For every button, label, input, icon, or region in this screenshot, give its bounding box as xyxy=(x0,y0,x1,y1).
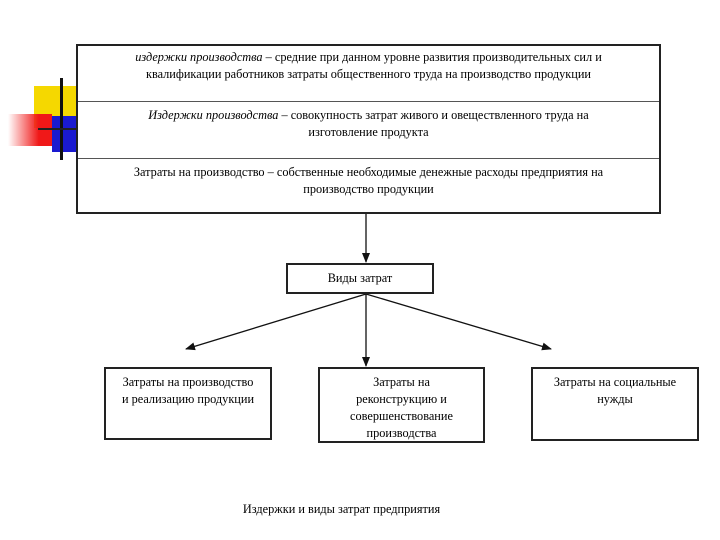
type-3-line2: нужды xyxy=(533,391,697,408)
arrow-right xyxy=(366,294,551,349)
type-1-line1: Затраты на производство xyxy=(106,374,270,391)
type-2-line4: производства xyxy=(320,425,483,442)
diagram-caption: Издержки и виды затрат предприятия xyxy=(0,502,683,517)
type-box-social: Затраты на социальные нужды xyxy=(531,367,699,441)
type-box-production: Затраты на производство и реализацию про… xyxy=(104,367,272,440)
cost-types-label: Виды затрат xyxy=(328,271,393,285)
type-2-line2: реконструкцию и xyxy=(320,391,483,408)
type-2-line3: совершенствование xyxy=(320,408,483,425)
type-1-line2: и реализацию продукции xyxy=(106,391,270,408)
type-3-line1: Затраты на социальные xyxy=(533,374,697,391)
type-2-line1: Затраты на xyxy=(320,374,483,391)
cost-types-box: Виды затрат xyxy=(286,263,434,294)
type-box-reconstruction: Затраты на реконструкцию и совершенствов… xyxy=(318,367,485,443)
arrow-left xyxy=(186,294,366,349)
